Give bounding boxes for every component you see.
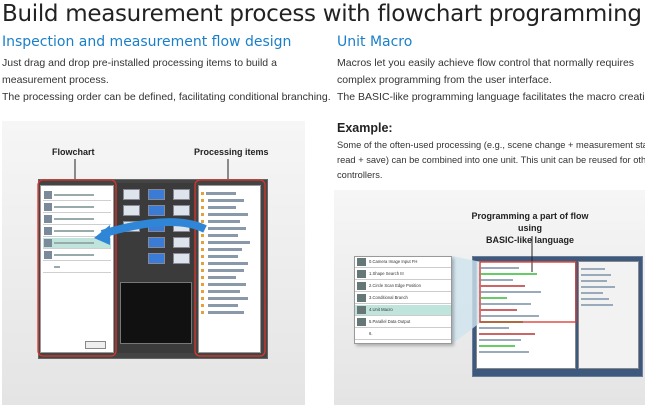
flow-row-selected[interactable]: 4.Unit Macro xyxy=(355,305,451,316)
flow-row[interactable] xyxy=(43,262,111,273)
description-line: measurement process. xyxy=(2,74,109,86)
description-line: complex programming from the user interf… xyxy=(337,74,552,86)
toolbar-button[interactable] xyxy=(173,253,190,264)
toolbar-button[interactable] xyxy=(148,253,165,264)
toolbar-button[interactable] xyxy=(148,205,165,216)
flow-row[interactable] xyxy=(43,226,111,237)
callout-overlay xyxy=(37,159,266,357)
processing-items-pane xyxy=(198,185,261,353)
toolbar-button[interactable] xyxy=(123,205,140,216)
example-description: Some of the often-used processing (e.g.,… xyxy=(337,138,645,183)
toolbar-button[interactable] xyxy=(148,189,165,200)
zoomed-flowchart: 0.Camera Image Input FH 1.Shape Search I… xyxy=(354,256,452,344)
toolbar-button[interactable] xyxy=(123,189,140,200)
inspection-flow-heading: Inspection and measurement flow design xyxy=(2,34,292,50)
page-title: Build measurement process with flowchart… xyxy=(2,1,642,27)
camera-icon xyxy=(44,191,52,199)
processing-items-label: Processing items xyxy=(194,147,269,157)
camera-icon xyxy=(357,258,366,266)
flow-row[interactable]: 0.Camera Image Input FH xyxy=(355,257,451,268)
flowchart-screenshot-panel: Flowchart Processing items xyxy=(2,121,305,405)
flow-row[interactable]: 2.Circle Scan Edge Position xyxy=(355,281,451,292)
toolbar-button[interactable] xyxy=(173,189,190,200)
flow-row[interactable] xyxy=(43,250,111,261)
zoom-overlay xyxy=(452,236,577,344)
search-icon xyxy=(357,270,366,278)
programming-label-line: Programming a part of flow using xyxy=(471,211,589,233)
drag-arrow-icon xyxy=(100,218,207,238)
description-line: The BASIC-like programming language faci… xyxy=(337,91,645,103)
flow-row[interactable] xyxy=(43,214,111,225)
flow-row[interactable]: 3.Conditional Branch xyxy=(355,293,451,304)
description-line: Just drag and drop pre-installed process… xyxy=(2,57,277,69)
inspection-flow-description: Just drag and drop pre-installed process… xyxy=(2,55,331,106)
unit-macro-heading: Unit Macro xyxy=(337,34,413,50)
programming-label-line: BASIC-like language xyxy=(485,235,575,245)
example-line: controllers. xyxy=(337,170,383,180)
toolbar-button[interactable] xyxy=(148,237,165,248)
ok-button[interactable] xyxy=(85,341,106,349)
flowchart-pane xyxy=(40,185,114,353)
unit-macro-description: Macros let you easily achieve flow contr… xyxy=(337,55,645,106)
description-line: Macros let you easily achieve flow contr… xyxy=(337,57,635,69)
flow-row-selected[interactable] xyxy=(43,238,111,249)
macro-code-callout-frame xyxy=(479,261,577,323)
macro-reference-list xyxy=(578,261,639,369)
example-line: Some of the often-used processing (e.g.,… xyxy=(337,140,645,150)
branch-icon xyxy=(357,294,366,302)
branch-icon xyxy=(44,227,52,235)
flow-row[interactable] xyxy=(43,202,111,213)
flow-row[interactable]: 5.Parallel Data Output xyxy=(355,317,451,328)
edge-icon xyxy=(44,215,52,223)
example-heading: Example: xyxy=(337,121,393,135)
toolbar-button[interactable] xyxy=(173,237,190,248)
flow-row[interactable]: 1.Shape Search III xyxy=(355,269,451,280)
processing-items-callout-frame xyxy=(194,179,266,357)
edge-icon xyxy=(357,282,366,290)
flowchart-callout-frame xyxy=(37,179,117,357)
output-icon xyxy=(44,251,52,259)
macro-screenshot-panel: 0.Camera Image Input FH 1.Shape Search I… xyxy=(334,190,645,405)
flowchart-label: Flowchart xyxy=(52,147,95,157)
programming-label: Programming a part of flow using BASIC-l… xyxy=(464,210,596,246)
example-line: read + save) can be combined into one un… xyxy=(337,155,645,165)
flow-row[interactable]: 6. xyxy=(355,329,451,340)
search-icon xyxy=(44,203,52,211)
macro-icon xyxy=(44,239,52,247)
output-icon xyxy=(357,318,366,326)
macro-icon xyxy=(357,306,366,314)
image-preview xyxy=(120,282,192,344)
flow-row[interactable] xyxy=(43,190,111,201)
toolbar-button[interactable] xyxy=(173,205,190,216)
description-line: The processing order can be defined, fac… xyxy=(2,91,331,103)
